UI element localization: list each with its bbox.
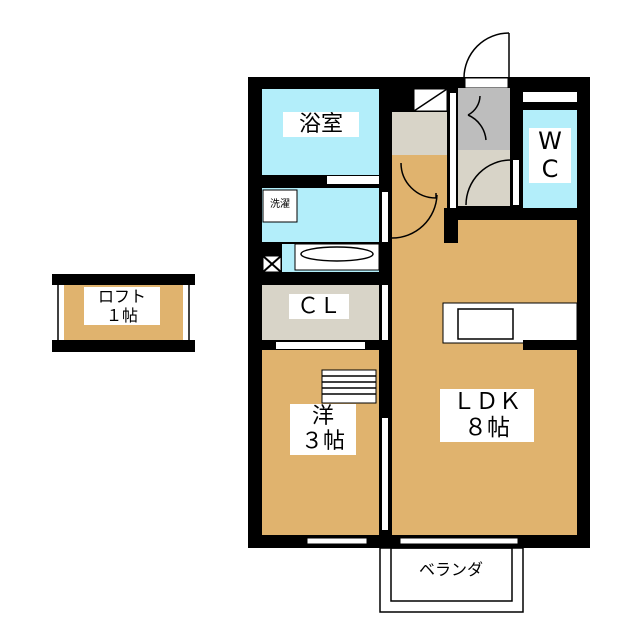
ldk-label-line1: ＬＤＫ	[452, 389, 522, 415]
ldk-label: ＬＤＫ ８帖	[440, 389, 534, 442]
western-label-line2: ３帖	[300, 429, 345, 455]
loft-label-line2: １帖	[105, 306, 138, 326]
loft-label: ロフト １帖	[84, 287, 160, 326]
closet-label: ＣＬ	[289, 294, 349, 320]
hallway	[392, 112, 447, 155]
wc-label: W C	[529, 127, 571, 184]
entrance	[458, 88, 510, 150]
laundry-label: 洗濯	[270, 199, 290, 210]
entry-door	[463, 32, 510, 79]
wc-label-line2: C	[541, 154, 559, 183]
balcony	[379, 547, 524, 613]
ldk	[392, 220, 577, 535]
ldk-label-line2: ８帖	[464, 415, 510, 442]
balcony-label: ベランダ	[418, 560, 483, 579]
loft-label-line1: ロフト	[97, 287, 146, 306]
western-label-line1: 洋	[311, 404, 334, 429]
bath-label: 浴室	[283, 112, 359, 138]
western-room-label: 洋 ３帖	[290, 404, 356, 455]
wc-label-line1: W	[538, 127, 562, 155]
